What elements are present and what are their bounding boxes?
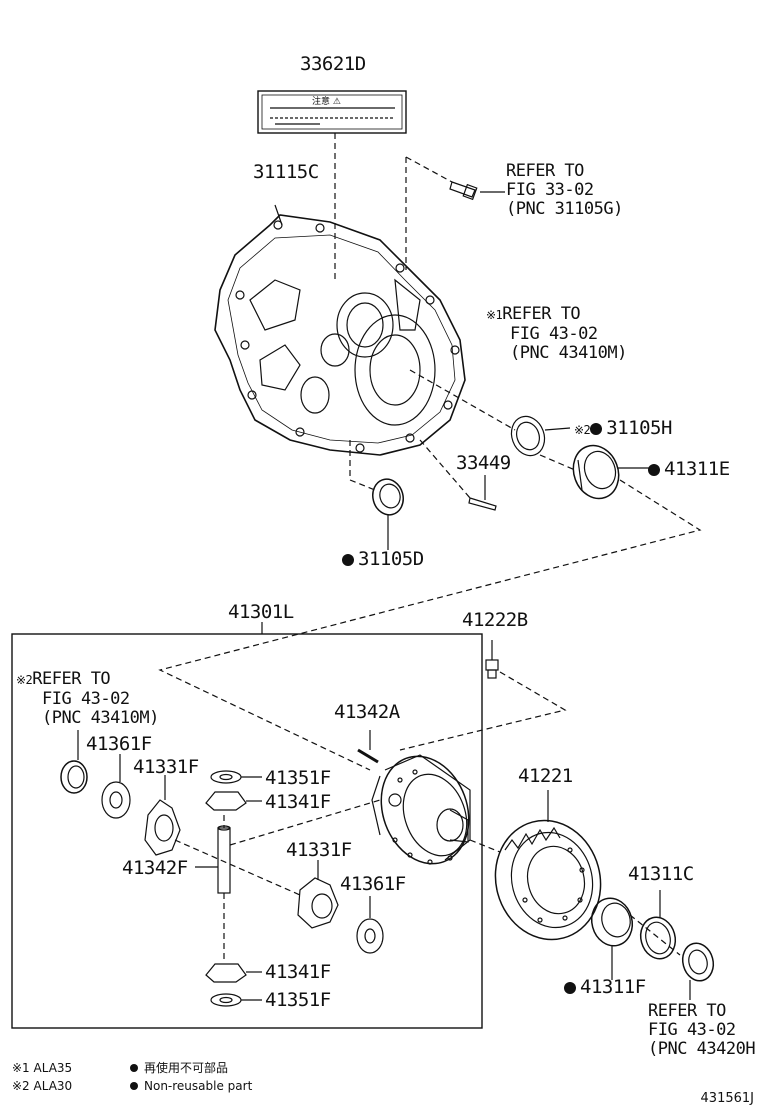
part-number: 31105D: [358, 548, 424, 570]
differential-case-drawing: [371, 754, 471, 865]
bearing-cup-41311c-drawing: [639, 916, 677, 960]
refer-note-fig-43-02-a[interactable]: ※1REFER TO FIG 43-02 (PNC 43410M): [486, 305, 627, 363]
refer-line-2: FIG 43-02: [648, 1020, 736, 1040]
oil-seal-31105h-drawing: [510, 415, 546, 457]
figure-number: 431561J: [700, 1091, 754, 1106]
refer-line-3: (PNC 43410M): [510, 343, 627, 363]
refer-line-1: REFER TO: [502, 304, 581, 324]
part-label-41301l[interactable]: 41301L: [228, 601, 294, 623]
part-label-41351f-bottom[interactable]: 41351F: [265, 989, 331, 1011]
legend-dot-en: Non-reusable part: [130, 1078, 252, 1094]
transaxle-case-drawing: [214, 204, 466, 456]
refer-line-2: FIG 43-02: [510, 324, 598, 344]
part-number: 31105H: [606, 417, 672, 439]
legend-dot-en-text: Non-reusable part: [144, 1079, 253, 1093]
part-label-31105d[interactable]: 31105D: [342, 549, 424, 569]
bearing-41311f-drawing: [590, 897, 634, 947]
bearing-cup-41311e-drawing: [572, 444, 620, 500]
legend-text-1: ALA35: [33, 1061, 73, 1075]
side-gear-right-drawing: [297, 877, 339, 929]
pinion-shaft-drawing: [217, 825, 231, 894]
note-mark-2: ※2: [16, 673, 33, 687]
part-label-33449[interactable]: 33449: [456, 452, 511, 474]
non-reusable-dot: [648, 464, 660, 476]
part-label-31105h[interactable]: ※2 31105H: [574, 418, 672, 440]
note-mark-2: ※2: [574, 423, 591, 437]
bolt-31105g-drawing: [449, 181, 505, 201]
part-label-33621d[interactable]: 33621D: [300, 53, 366, 75]
ring-gear-41221-drawing: [494, 819, 602, 941]
part-label-41222b[interactable]: 41222B: [462, 609, 528, 631]
part-label-31115c[interactable]: 31115C: [253, 161, 319, 183]
part-label-41311f[interactable]: 41311F: [564, 977, 646, 997]
legend-mark-1: ※1: [12, 1061, 30, 1075]
bolt-41222b-drawing: [485, 659, 499, 679]
refer-line-3: (PNC 31105G): [506, 199, 623, 219]
part-number: 41311E: [664, 458, 730, 480]
oil-seal-31105d-drawing: [372, 478, 404, 516]
refer-line-1: REFER TO: [648, 1001, 726, 1021]
non-reusable-dot: [564, 982, 576, 994]
side-bearing-left-drawing: [60, 760, 88, 794]
legend-note-1: ※1 ALA35: [12, 1060, 72, 1076]
part-label-41342a[interactable]: 41342A: [334, 701, 400, 723]
legend-dot-icon: [130, 1064, 138, 1072]
part-number: 41311F: [580, 976, 646, 998]
refer-line-1: REFER TO: [32, 669, 111, 689]
refer-note-fig-33-02[interactable]: REFER TO FIG 33-02 (PNC 31105G): [506, 162, 623, 219]
non-reusable-dot: [342, 554, 354, 566]
legend-text-2: ALA30: [33, 1079, 73, 1093]
part-label-41341f-top[interactable]: 41341F: [265, 791, 331, 813]
refer-line-1: REFER TO: [506, 161, 584, 181]
part-label-41331f-right[interactable]: 41331F: [286, 839, 352, 861]
part-label-41331f-left[interactable]: 41331F: [133, 756, 199, 778]
refer-line-2: FIG 43-02: [42, 689, 130, 709]
side-gear-left-drawing: [144, 799, 181, 856]
legend-dot-jp-text: 再使用不可部品: [144, 1061, 229, 1075]
pin-33449-drawing: [468, 497, 497, 511]
legend-mark-2: ※2: [12, 1079, 30, 1093]
refer-line-2: FIG 33-02: [506, 180, 594, 200]
part-label-41351f-top[interactable]: 41351F: [265, 767, 331, 789]
refer-note-fig-43-02-c[interactable]: REFER TO FIG 43-02 (PNC 43420H: [648, 1001, 756, 1059]
legend-dot-jp: 再使用不可部品: [130, 1060, 228, 1076]
legend-dot-icon: [130, 1082, 138, 1090]
part-label-41361f-right[interactable]: 41361F: [340, 873, 406, 895]
part-label-41221[interactable]: 41221: [518, 765, 573, 787]
part-label-41341f-bottom[interactable]: 41341F: [265, 961, 331, 983]
legend-note-2: ※2 ALA30: [12, 1078, 72, 1094]
refer-line-3: (PNC 43420H: [648, 1039, 756, 1059]
note-mark-1: ※1: [486, 308, 503, 322]
shim-43420h-drawing: [681, 942, 715, 982]
part-label-41342f[interactable]: 41342F: [122, 857, 188, 879]
washer-41361f-left-drawing: [101, 781, 131, 819]
refer-line-3: (PNC 43410M): [42, 708, 159, 728]
refer-note-fig-43-02-b[interactable]: ※2REFER TO FIG 43-02 (PNC 43410M): [16, 670, 159, 728]
part-label-41361f-left[interactable]: 41361F: [86, 733, 152, 755]
non-reusable-dot: [590, 423, 603, 435]
part-label-41311e[interactable]: 41311E: [648, 459, 730, 479]
label-plate-text: 注意 ⚠: [312, 97, 341, 107]
part-label-41311c[interactable]: 41311C: [628, 863, 694, 885]
label-plate-drawing: [257, 90, 407, 134]
